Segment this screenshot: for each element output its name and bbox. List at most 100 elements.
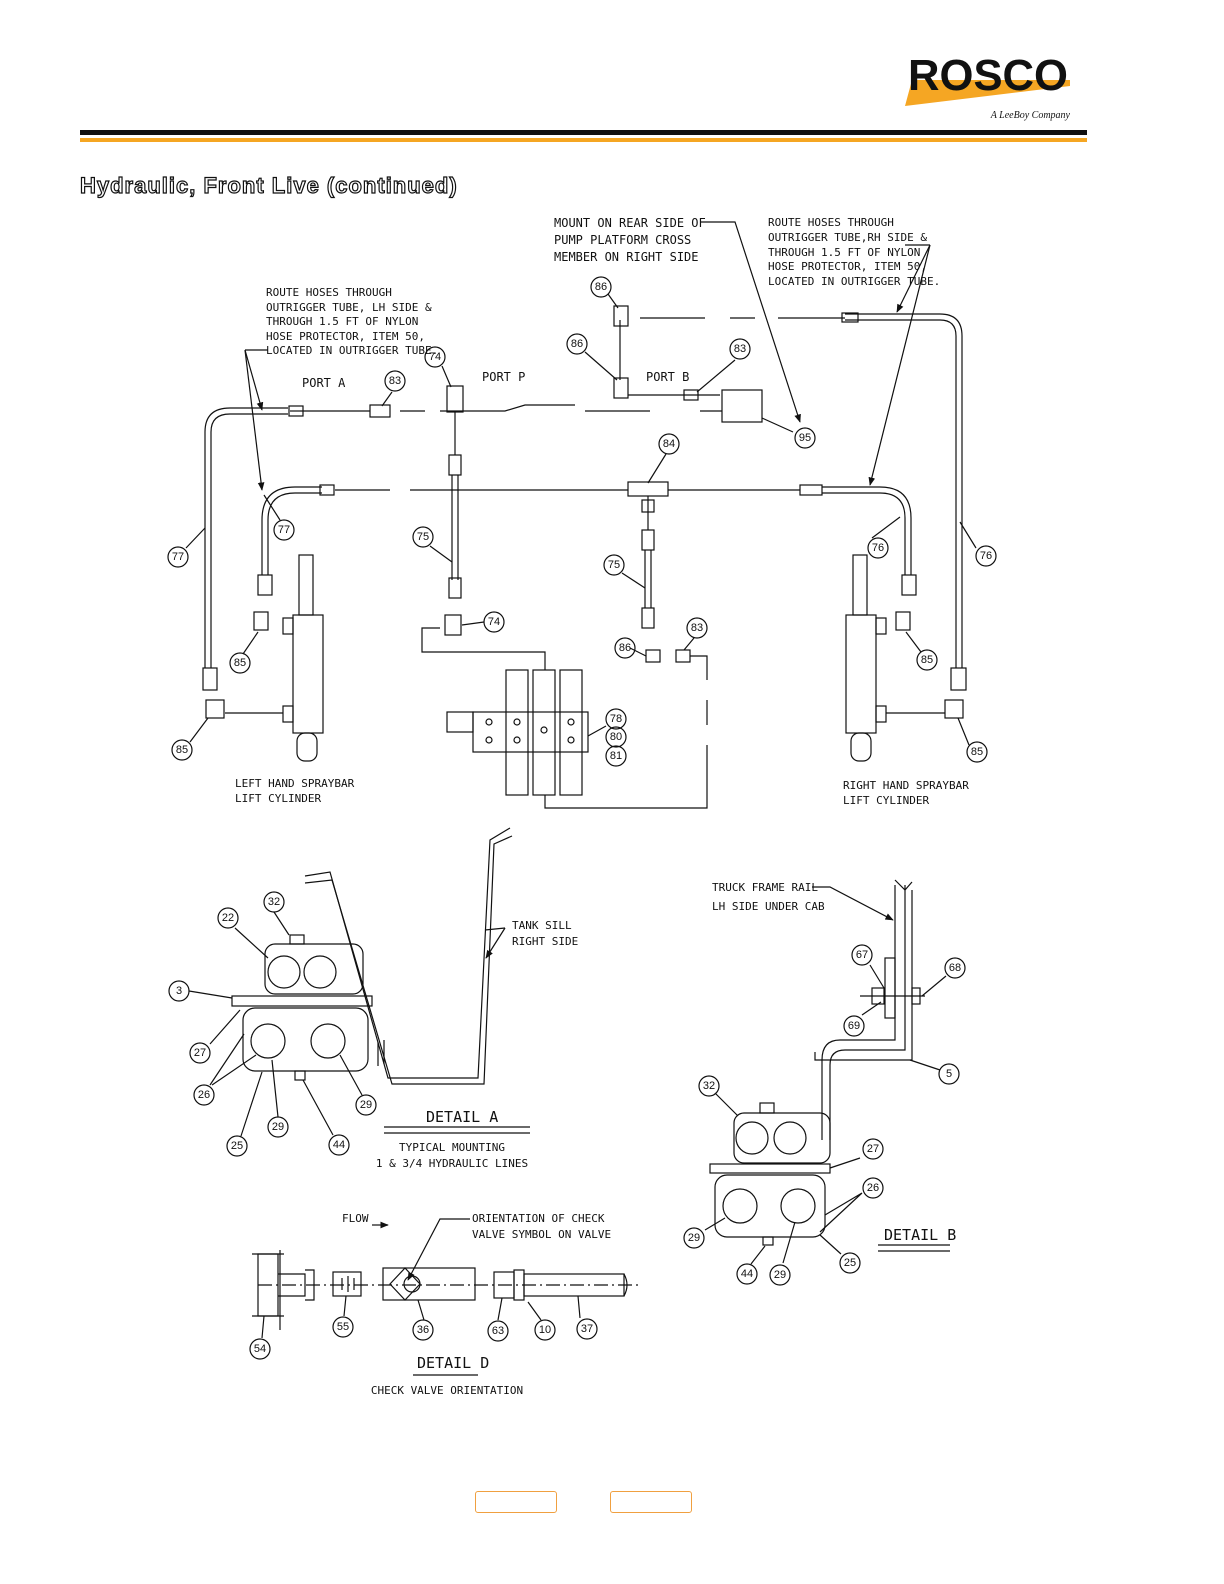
svg-text:68: 68 <box>949 962 961 974</box>
hose-77-inner <box>261 486 322 575</box>
detail-b-lower-hole-right <box>780 1188 816 1224</box>
svg-text:54: 54 <box>254 1343 266 1355</box>
svg-text:85: 85 <box>921 654 933 666</box>
line-74-to-valve <box>421 627 546 670</box>
hose-end-76-outer <box>950 667 967 691</box>
svg-text:LIFT CYLINDER: LIFT CYLINDER <box>843 794 929 807</box>
check-valve-symbol <box>389 1267 421 1301</box>
leader-tank-sill-base <box>484 927 506 931</box>
detail-b-title: DETAIL B <box>884 1226 956 1244</box>
hose-end-77-inner <box>257 574 273 596</box>
leader-tank-sill <box>485 927 506 959</box>
label-tank-sill: TANK SILL RIGHT SIDE <box>512 919 578 948</box>
fitting-86-lower <box>645 649 661 663</box>
svg-text:29: 29 <box>688 1232 700 1244</box>
tee-84 <box>627 481 669 497</box>
detail-a-lower-hole-right <box>310 1023 346 1059</box>
hose-76-inner-b <box>822 492 906 575</box>
label-rh-cylinder: RIGHT HAND SPRAYBAR LIFT CYLINDER <box>843 779 969 807</box>
detail-b-upper-hole-right <box>773 1121 807 1155</box>
detail-a-plate <box>231 995 373 1007</box>
label-port-p: PORT P <box>482 370 525 384</box>
callout-numbers-detail-a: 32 22 3 27 26 29 29 25 44 <box>176 896 372 1152</box>
leader-route-rh-a <box>896 244 931 313</box>
svg-text:32: 32 <box>703 1080 715 1092</box>
label-port-a: PORT A <box>302 376 346 390</box>
label-lh-cylinder: LEFT HAND SPRAYBAR LIFT CYLINDER <box>235 777 355 805</box>
next-page-button[interactable] <box>610 1491 692 1513</box>
svg-text:44: 44 <box>333 1139 345 1151</box>
hose-77-outer-inner <box>210 413 288 668</box>
svg-text:36: 36 <box>417 1324 429 1336</box>
svg-text:25: 25 <box>231 1140 243 1152</box>
valve-spool-2 <box>532 669 556 796</box>
callout-leaders-top <box>381 293 794 484</box>
svg-text:MOUNT ON REAR SIDE OF: MOUNT ON REAR SIDE OF <box>554 216 706 230</box>
rosco-logo: ROSCO A LeeBoy Company <box>900 48 1075 128</box>
svg-text:86: 86 <box>619 642 631 654</box>
check-valve-95 <box>721 389 763 423</box>
hose-end-75-top <box>448 454 462 476</box>
check-valve-36 <box>382 1267 476 1301</box>
detail-a-upper-hole-left <box>267 955 301 989</box>
svg-text:OUTRIGGER TUBE, LH SIDE &: OUTRIGGER TUBE, LH SIDE & <box>266 301 432 314</box>
callout-leaders-detail-b <box>704 964 947 1265</box>
svg-text:83: 83 <box>389 375 401 387</box>
tank-sill-outline <box>304 827 511 1079</box>
svg-text:TANK SILL: TANK SILL <box>512 919 572 932</box>
rh-cylinder-rod <box>852 554 868 616</box>
lh-cylinder-port-top <box>282 617 294 635</box>
fitting-55 <box>332 1271 362 1297</box>
fitting-83-port-a <box>369 404 391 418</box>
svg-text:69: 69 <box>848 1020 860 1032</box>
hose-end-75-bottom <box>448 577 462 599</box>
tee-86-lower <box>613 377 629 399</box>
valve-bank-inlet <box>446 711 474 733</box>
svg-text:22: 22 <box>222 912 234 924</box>
frame-break-mark <box>894 879 913 891</box>
detail-b-bolt-top <box>759 1102 775 1114</box>
svg-text:75: 75 <box>417 531 429 543</box>
svg-text:75: 75 <box>608 559 620 571</box>
svg-text:MEMBER ON RIGHT SIDE: MEMBER ON RIGHT SIDE <box>554 250 699 264</box>
valve-port-3 <box>513 718 521 726</box>
svg-text:63: 63 <box>492 1325 504 1337</box>
svg-text:29: 29 <box>272 1121 284 1133</box>
lh-cylinder-port-bot <box>282 705 294 723</box>
label-truck-frame: TRUCK FRAME RAIL LH SIDE UNDER CAB <box>712 881 825 913</box>
header-rule-black <box>80 130 1087 135</box>
elbow-85-lh-top <box>253 611 269 631</box>
valve-port-6 <box>567 718 575 726</box>
svg-text:74: 74 <box>488 616 500 628</box>
svg-text:29: 29 <box>360 1099 372 1111</box>
leader-route-lh-a <box>244 349 264 411</box>
callout-numbers-main: 86 86 83 74 83 95 84 77 77 75 75 76 76 7… <box>172 281 992 762</box>
svg-text:25: 25 <box>844 1257 856 1269</box>
svg-text:85: 85 <box>176 744 188 756</box>
callout-circles <box>167 276 997 1360</box>
hose-76-outer <box>845 313 963 668</box>
fitting-83-port-b <box>683 389 699 401</box>
frame-bracket-inner <box>829 885 906 1140</box>
svg-text:27: 27 <box>867 1143 879 1155</box>
hose-76-inner <box>822 486 912 575</box>
tee-84-stem <box>641 499 655 513</box>
logo-wordmark: ROSCO <box>908 51 1068 100</box>
svg-text:RIGHT HAND SPRAYBAR: RIGHT HAND SPRAYBAR <box>843 779 969 792</box>
tee-86-top <box>613 305 629 327</box>
svg-text:ORIENTATION OF CHECK: ORIENTATION OF CHECK <box>472 1212 605 1225</box>
detail-a-caption-1: TYPICAL MOUNTING <box>399 1141 505 1154</box>
rh-cylinder-body <box>845 614 877 734</box>
svg-text:LOCATED IN OUTRIGGER TUBE.: LOCATED IN OUTRIGGER TUBE. <box>266 344 438 357</box>
hose-end-77-outer <box>202 667 218 691</box>
detail-a-bolt-top <box>289 934 305 945</box>
valve-port-2 <box>485 736 493 744</box>
svg-text:OUTRIGGER TUBE,RH SIDE &: OUTRIGGER TUBE,RH SIDE & <box>768 231 927 244</box>
prev-page-button[interactable] <box>475 1491 557 1513</box>
detail-b-lower-clamp <box>714 1174 826 1238</box>
elbow-74-top <box>446 385 464 413</box>
svg-text:RIGHT SIDE: RIGHT SIDE <box>512 935 578 948</box>
logo-tagline: A LeeBoy Company <box>990 110 1071 121</box>
svg-text:LIFT CYLINDER: LIFT CYLINDER <box>235 792 321 805</box>
